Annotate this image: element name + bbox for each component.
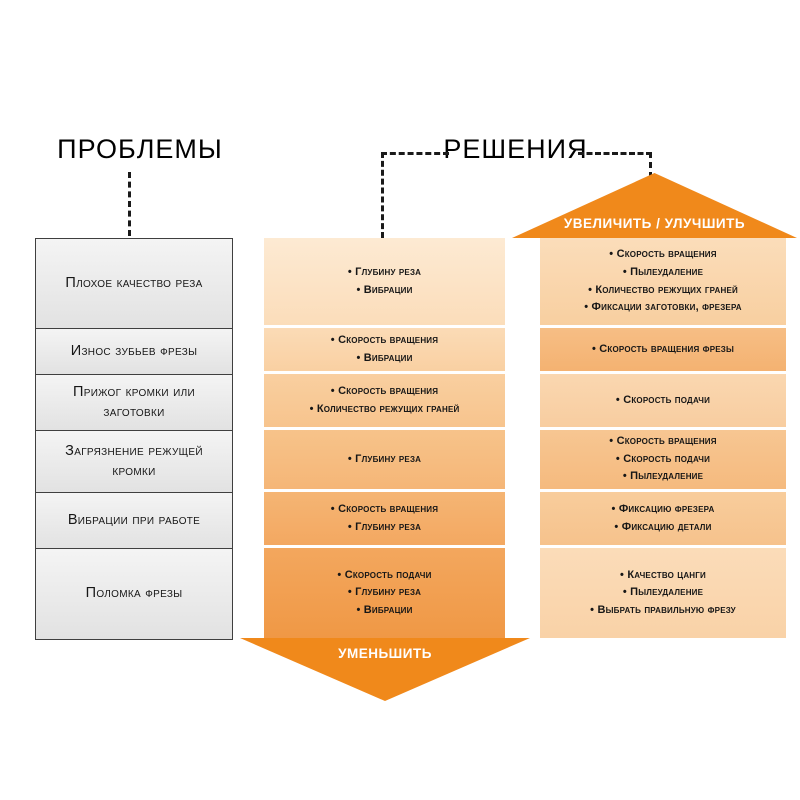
problem-row: Износ зубьев фрезы <box>36 329 232 375</box>
decrease-row: Скорость вращения Вибрации <box>264 328 505 371</box>
bullet-item: Скорость вращения <box>331 501 438 519</box>
decrease-arrow-label: УМЕНЬШИТЬ <box>338 646 432 661</box>
solutions-connector-right-horizontal <box>578 152 652 155</box>
problem-row: Вибрации при работе <box>36 493 232 549</box>
problem-label: Загрязнение режущей кромки <box>65 442 203 479</box>
bullet-item: Пылеудаление <box>623 264 703 282</box>
decrease-row: Глубину реза Вибрации <box>264 238 505 325</box>
bullet-item: Скорость вращения <box>609 433 717 451</box>
decrease-column: Глубину реза Вибрации Скорость вращения … <box>264 238 505 638</box>
decrease-row: Глубину реза <box>264 430 505 489</box>
decrease-row: Скорость вращения Глубину реза <box>264 492 505 545</box>
bullet-item: Вибрации <box>356 350 413 368</box>
bullet-item: Скорость подачи <box>616 451 710 469</box>
bullet-item: Скорость вращения <box>609 246 717 264</box>
decrease-row: Скорость вращения Количество режущих гра… <box>264 374 505 427</box>
bullet-item: Пылеудаление <box>623 584 703 602</box>
increase-arrow: УВЕЛИЧИТЬ / УЛУЧШИТЬ <box>512 173 797 238</box>
bullet-item: Глубину реза <box>348 584 421 602</box>
increase-row: Скорость подачи <box>540 374 786 427</box>
decrease-arrow: УМЕНЬШИТЬ <box>240 638 530 701</box>
bullet-item: Вибрации <box>356 602 413 620</box>
problem-row: Прижог кромки или заготовки <box>36 375 232 431</box>
bullet-item: Фиксации заготовки, фрезера <box>584 299 742 317</box>
solutions-connector-right-vertical <box>649 152 652 188</box>
problem-label: Износ зубьев фрезы <box>70 342 198 359</box>
bullet-item: Пылеудаление <box>623 468 703 486</box>
bullet-item: Качество цанги <box>620 567 706 585</box>
problem-row: Поломка фрезы <box>36 549 232 639</box>
decrease-row: Скорость подачи Глубину реза Вибрации <box>264 548 505 638</box>
bullet-item: Глубину реза <box>348 264 421 282</box>
bullet-item: Фиксацию фрезера <box>612 501 715 519</box>
bullet-item: Фиксацию детали <box>614 519 712 537</box>
problems-connector-line <box>128 172 131 236</box>
problem-label: Поломка фрезы <box>85 585 183 602</box>
problem-label: Прижог кромки или заготовки <box>73 383 195 420</box>
bullet-item: Глубину реза <box>348 451 421 469</box>
bullet-item: Скорость подачи <box>616 392 710 410</box>
increase-column: Скорость вращения Пылеудаление Количеств… <box>540 238 786 638</box>
bullet-item: Глубину реза <box>348 519 421 537</box>
problem-row: Загрязнение режущей кромки <box>36 431 232 493</box>
problem-row: Плохое качество реза <box>36 239 232 329</box>
bullet-item: Вибрации <box>356 282 413 300</box>
bullet-item: Количество режущих граней <box>310 401 460 419</box>
bullet-item: Скорость вращения <box>331 332 438 350</box>
bullet-item: Скорость вращения фрезы <box>592 341 734 359</box>
increase-row: Фиксацию фрезера Фиксацию детали <box>540 492 786 545</box>
problem-label: Вибрации при работе <box>67 511 201 528</box>
problems-column: Плохое качество реза Износ зубьев фрезы … <box>35 238 233 640</box>
increase-row: Скорость вращения Пылеудаление Количеств… <box>540 238 786 325</box>
solutions-title: РЕШЕНИЯ <box>443 134 588 164</box>
solutions-connector-left-horizontal <box>381 152 449 155</box>
increase-row: Скорость вращения фрезы <box>540 328 786 371</box>
increase-arrow-label: УВЕЛИЧИТЬ / УЛУЧШИТЬ <box>563 216 746 231</box>
solutions-connector-left-vertical <box>381 152 384 238</box>
problems-title: ПРОБЛЕМЫ <box>57 134 223 164</box>
bullet-item: Количество режущих граней <box>588 282 738 300</box>
increase-row: Качество цанги Пылеудаление Выбрать прав… <box>540 548 786 638</box>
increase-row: Скорость вращения Скорость подачи Пылеуд… <box>540 430 786 489</box>
bullet-item: Скорость подачи <box>337 567 432 585</box>
bullet-item: Выбрать правильную фрезу <box>590 602 736 620</box>
problem-label: Плохое качество реза <box>65 274 203 291</box>
bullet-item: Скорость вращения <box>331 383 438 401</box>
